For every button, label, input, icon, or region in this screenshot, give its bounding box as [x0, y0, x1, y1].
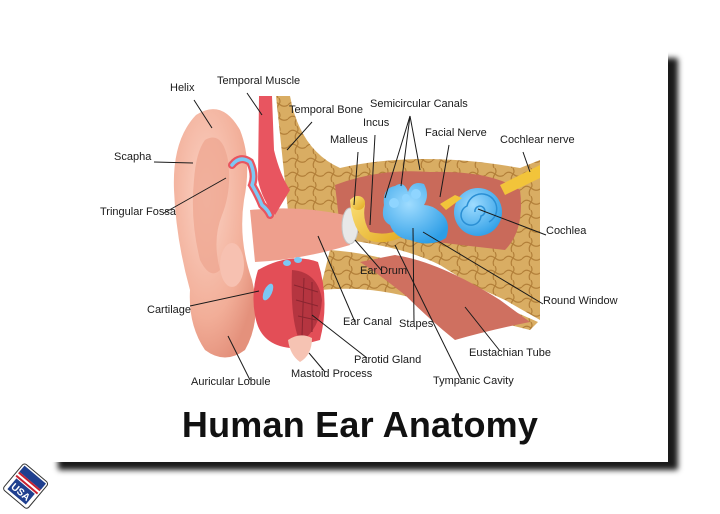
- label-stapes: Stapes: [399, 318, 434, 330]
- leader-line: [354, 239, 383, 272]
- auricle-shape: [173, 109, 256, 358]
- label-auricular-lobule: Auricular Lobule: [191, 376, 271, 388]
- eustachian-tube-shape: [360, 255, 530, 340]
- parotid-shape: [253, 257, 325, 348]
- leader-line: [189, 290, 260, 307]
- leader-line: [163, 177, 227, 214]
- leader-line: [246, 92, 263, 116]
- leader-line: [439, 144, 450, 198]
- poster-title: Human Ear Anatomy: [181, 404, 539, 445]
- leader-line: [286, 121, 313, 151]
- leader-line: [409, 115, 421, 171]
- label-cochlear-nerve: Cochlear nerve: [500, 134, 575, 146]
- label-mastoid-process: Mastoid Process: [291, 368, 373, 380]
- leader-line: [522, 151, 531, 173]
- label-scapha: Scapha: [114, 151, 152, 163]
- temporal-muscle-shape: [258, 96, 290, 215]
- leader-line: [464, 306, 501, 352]
- leader-line: [412, 227, 415, 323]
- label-cartilage: Cartilage: [147, 304, 192, 316]
- leader-line: [317, 235, 356, 323]
- label-incus: Incus: [363, 117, 390, 129]
- leader-line: [394, 244, 462, 380]
- label-temporal-muscle: Temporal Muscle: [217, 75, 301, 87]
- inner-ear-shape: [382, 183, 502, 244]
- leader-line: [384, 115, 411, 199]
- label-tringular-fossa: Tringular Fossa: [100, 206, 177, 218]
- leader-lines: [153, 92, 547, 381]
- cochlear-nerve-shape: [500, 165, 540, 195]
- mastoid-shape: [288, 335, 312, 362]
- made-in-usa-badge-icon: USA: [3, 463, 49, 509]
- leader-line: [193, 99, 213, 129]
- label-semicircular-canals: Semicircular Canals: [370, 98, 468, 110]
- label-round-window: Round Window: [543, 295, 618, 307]
- leader-line: [353, 151, 359, 206]
- label-ear-drum: Ear Drum: [360, 265, 408, 277]
- label-tympanic-cavity: Tympanic Cavity: [433, 375, 514, 387]
- leader-line: [422, 231, 544, 305]
- leader-line: [477, 208, 547, 236]
- label-parotid-gland: Parotid Gland: [354, 354, 422, 366]
- ear-canal-shape: [250, 208, 350, 262]
- leader-line: [153, 161, 194, 164]
- label-helix: Helix: [170, 82, 195, 94]
- label-cochlea: Cochlea: [546, 225, 587, 237]
- label-temporal-bone: Temporal Bone: [289, 104, 363, 116]
- label-ear-canal: Ear Canal: [343, 316, 392, 328]
- label-facial-nerve: Facial Nerve: [425, 127, 487, 139]
- label-malleus: Malleus: [330, 134, 368, 146]
- label-eustachian-tube: Eustachian Tube: [469, 347, 551, 359]
- leader-line: [308, 352, 326, 373]
- leader-line: [227, 335, 251, 381]
- leader-line: [369, 134, 376, 226]
- leader-line: [400, 115, 411, 187]
- leader-line: [311, 314, 368, 359]
